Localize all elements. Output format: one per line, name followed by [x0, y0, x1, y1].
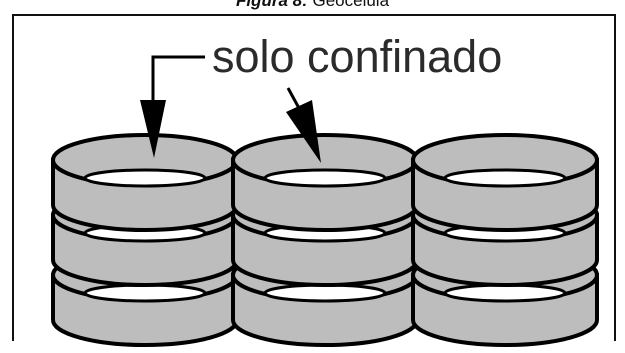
cell-opening	[263, 168, 387, 188]
callout-leader-line-2	[286, 87, 302, 111]
cell-opening	[443, 283, 567, 303]
cell-opening	[263, 283, 387, 303]
annotation-label: solo confinado	[212, 31, 502, 82]
annotation-callout: solo confinado	[140, 31, 502, 163]
callout-arrowhead-right	[286, 100, 321, 163]
caption-label: Figura 8:	[235, 0, 308, 10]
callout-leader-line	[151, 55, 205, 100]
geocell-cells	[51, 133, 599, 347]
cell-opening	[83, 168, 207, 188]
figure-caption: Figura 8: Geocélula	[0, 0, 625, 11]
caption-text: Geocélula	[312, 0, 390, 10]
geocell-unit	[51, 133, 239, 232]
callout-arrowhead-left	[140, 100, 166, 158]
cell-opening	[443, 168, 567, 188]
geocell-unit	[51, 248, 239, 347]
geocell-unit	[231, 133, 419, 232]
cell-opening	[83, 283, 207, 303]
geocell-unit	[411, 133, 599, 232]
